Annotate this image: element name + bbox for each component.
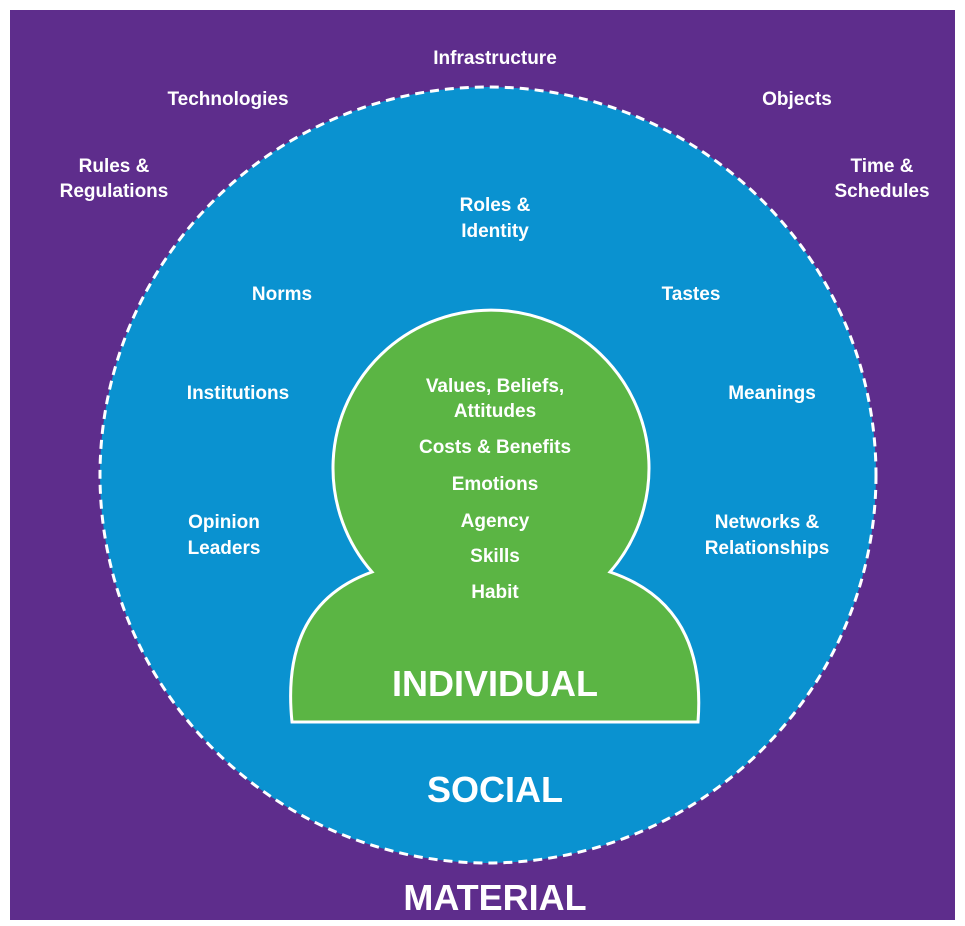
- label-values-line1: Values, Beliefs,: [426, 376, 564, 397]
- label-tastes: Tastes: [662, 284, 721, 305]
- label-opinion-line2: Leaders: [188, 538, 261, 559]
- label-opinion-line1: Opinion: [188, 512, 260, 533]
- label-technologies: Technologies: [167, 89, 288, 110]
- label-habit: Habit: [471, 582, 519, 603]
- social-title: SOCIAL: [427, 769, 563, 810]
- individual-title: INDIVIDUAL: [392, 663, 598, 704]
- individual-figure: [289, 308, 701, 724]
- label-roles-line1: Roles &: [460, 195, 531, 216]
- label-skills: Skills: [470, 546, 520, 567]
- label-time-line2: Schedules: [834, 181, 929, 202]
- label-norms: Norms: [252, 284, 312, 305]
- label-roles-line2: Identity: [461, 221, 529, 242]
- label-agency: Agency: [461, 511, 530, 532]
- material-title: MATERIAL: [403, 877, 586, 918]
- label-meanings: Meanings: [728, 383, 816, 404]
- label-networks-line2: Relationships: [705, 538, 830, 559]
- label-objects: Objects: [762, 89, 832, 110]
- label-time-line1: Time &: [850, 156, 913, 177]
- label-rules-line2: Regulations: [60, 181, 169, 202]
- label-emotions: Emotions: [452, 474, 539, 495]
- label-networks-line1: Networks &: [715, 512, 820, 533]
- label-rules-line1: Rules &: [79, 156, 150, 177]
- label-values-line2: Attitudes: [454, 401, 536, 422]
- label-infrastructure: Infrastructure: [433, 48, 557, 69]
- label-institutions: Institutions: [187, 383, 289, 404]
- label-costs-benefits: Costs & Benefits: [419, 437, 571, 458]
